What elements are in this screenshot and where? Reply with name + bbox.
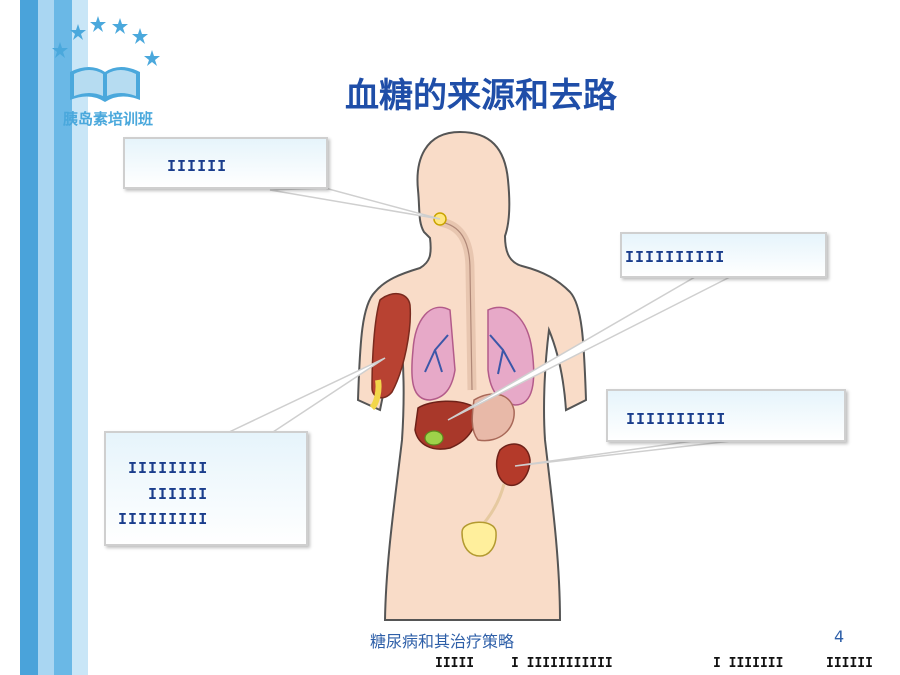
callout-liver-line-1: IIIIIIIIII [625, 248, 726, 266]
bottom-mark-4: IIIIII [826, 656, 873, 671]
gallbladder [424, 430, 444, 446]
bottom-mark-3: I IIIIIII [713, 656, 784, 671]
logo-emblem [52, 16, 160, 102]
callout-muscle-line-2: IIIIII [148, 485, 209, 503]
kidney [495, 443, 531, 487]
callout-mouth: IIIIII [123, 137, 328, 189]
callout-pointer-mouth [269, 187, 441, 220]
left-stripe-dark-1 [20, 0, 38, 675]
book-icon [70, 67, 140, 102]
logo-text: 胰岛素培训班 [62, 110, 153, 128]
callout-muscle-line-3: IIIIIIIII [118, 510, 209, 528]
slide-title: 血糖的来源和去路 [345, 76, 617, 116]
left-stripe-light-2 [72, 0, 88, 675]
callout-pointer-kidney [514, 439, 741, 467]
bladder [461, 521, 497, 557]
bottom-mark-2: I IIIIIIIIIII [511, 656, 613, 671]
left-stripe-dark-2 [54, 0, 72, 675]
star-icon [52, 16, 160, 66]
left-stripe-light-1 [38, 0, 54, 675]
callout-mouth-line-1: IIIIII [167, 157, 228, 175]
footer-text: 糖尿病和其治疗策略 [370, 632, 515, 651]
callout-liver: IIIIIIIIII [620, 232, 827, 278]
callout-kidney-line-1: IIIIIIIIII [626, 410, 727, 428]
callout-muscle: IIIIIIII IIIIII IIIIIIIII [104, 431, 308, 546]
page-number: 4 [834, 627, 845, 646]
callout-muscle-line-1: IIIIIIII [128, 459, 209, 477]
bottom-mark-1: IIIII [435, 656, 475, 671]
bronchi [424, 334, 516, 375]
callout-kidney: IIIIIIIIII [606, 389, 846, 442]
arm-muscle [371, 293, 412, 399]
